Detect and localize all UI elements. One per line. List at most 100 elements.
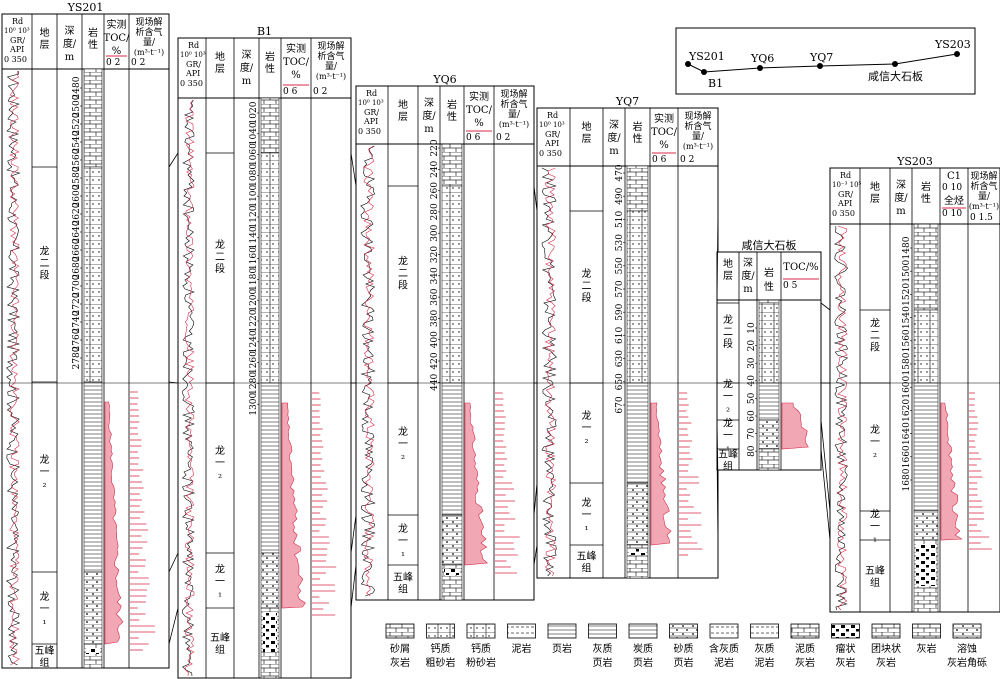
depth-header: 度/: [741, 269, 755, 282]
depth-tick-label: 1560: [902, 329, 912, 352]
stratum-label-char: 二: [398, 269, 408, 280]
legend-swatch: [628, 623, 658, 639]
correlation-line: [716, 448, 719, 546]
curve-header: GR/: [838, 190, 853, 199]
stratum-label-2: 组: [870, 576, 880, 589]
depth-tick-label: 1540: [902, 306, 912, 329]
toc-header: 实测: [107, 18, 127, 31]
curve-header: 10⁰ 10³: [4, 27, 30, 35]
depth-tick-label: 2620: [72, 202, 82, 225]
gas-header: (m³·t⁻¹): [969, 202, 999, 211]
legend-label: 泥岩: [714, 656, 734, 669]
toc-profile: [281, 402, 306, 609]
depth-tick-label: 1580: [902, 352, 912, 375]
toc-header: %: [291, 70, 301, 81]
toc-header: TOC/%: [783, 262, 818, 273]
stratum-label: 龙一₁: [215, 563, 225, 600]
depth-tick-label: 220: [430, 139, 440, 156]
depth-tick-label: 550: [615, 257, 625, 274]
gas-range: 0 2: [680, 155, 694, 165]
depth-tick-label: 1080: [249, 164, 259, 187]
stratum-label: 龙一₁: [40, 590, 50, 627]
lithology-interval: [441, 382, 463, 516]
lithology-header: 岩性: [88, 26, 98, 51]
curve-header: Rd: [12, 17, 23, 26]
stratum-label-char: 龙: [215, 563, 225, 576]
stratum-label: 五峰: [718, 449, 738, 461]
depth-tick-label: 1500: [902, 259, 912, 282]
stratum-header-char: 地: [723, 257, 733, 270]
legend-item-mudstone: 泥岩: [507, 623, 536, 655]
toc-header: TOC/: [283, 57, 310, 68]
stratum-label-char: 二: [870, 331, 880, 342]
legend-swatch: [871, 623, 901, 639]
gas-header: (m³·t⁻¹): [499, 120, 529, 129]
curve-header: GR/: [545, 130, 560, 139]
depth-header: m: [743, 284, 753, 295]
depth-tick-label: 1680: [902, 468, 912, 491]
gas-header: 现场解: [135, 16, 162, 28]
toc-header: TOC/: [651, 127, 678, 138]
curve-header: Rd: [366, 89, 377, 98]
depth-tick-label: 1200: [249, 288, 259, 311]
stratum-label-char: ₂: [873, 449, 877, 460]
legend-swatch: [831, 623, 860, 639]
stratum-label: 龙一₂: [398, 425, 408, 462]
legend-swatch: [547, 623, 577, 639]
legend-label: 炭质: [633, 643, 653, 655]
stratum-label-char: 段: [215, 262, 225, 275]
gas-header: 现场解: [500, 88, 527, 100]
gas-header: 析含气: [500, 98, 527, 110]
depth-tick-label: 2720: [72, 292, 82, 315]
stratum-header: 地层: [723, 257, 733, 282]
legend: 砂屑灰岩钙质粗砂岩钙质粉砂岩泥岩页岩灰质页岩炭质页岩砂质页岩含灰质泥岩灰质泥岩泥…: [385, 623, 987, 669]
gas-range: 0 2: [313, 87, 327, 97]
stratum-header: 地层: [582, 120, 592, 145]
toc-range: 0 5: [783, 281, 798, 291]
stratum-label-char: 龙: [582, 267, 592, 280]
depth-tick-label: 1660: [902, 445, 912, 468]
stratum-label: 龙一₂: [582, 409, 592, 446]
depth-header: 深: [609, 119, 619, 131]
stratum-header-char: 层: [870, 193, 880, 205]
lithology-header: 岩性: [265, 50, 275, 75]
curve-header: 10⁰ 10³: [358, 99, 384, 107]
map-point: [954, 51, 960, 57]
depth-tick-label: 10: [747, 322, 757, 334]
depth-tick-label: 490: [615, 187, 625, 204]
legend-item-limestone: 灰岩: [912, 623, 941, 655]
depth-tick-label: 1300: [249, 392, 259, 415]
depth-tick-label: 2600: [72, 184, 82, 207]
depth-tick-label: 400: [430, 331, 440, 348]
lithology-interval: [626, 165, 649, 212]
rd-curve: [363, 145, 375, 597]
depth-tick-label: 240: [430, 160, 440, 177]
legend-label: 粗砂岩: [426, 656, 456, 669]
legend-label: 泥岩: [755, 656, 775, 669]
stratum-label-char: ₁: [873, 534, 877, 545]
stratum-label-char: ₂: [726, 404, 730, 415]
legend-label: 泥质: [795, 642, 815, 655]
depth-tick-label: 1260: [249, 351, 259, 374]
curve-header: 0 350: [180, 79, 203, 88]
stratum-label-char: 一: [723, 431, 733, 442]
lithology-header: 岩性: [921, 180, 931, 205]
legend-swatch: [507, 623, 536, 639]
legend-label: 页岩: [674, 656, 694, 669]
lithology-header: 岩性: [633, 120, 643, 145]
stratum-label-char: 龙: [215, 444, 225, 457]
depth-header: 深: [743, 257, 753, 269]
well-title: B1: [257, 25, 272, 38]
depth-tick-label: 60: [747, 410, 757, 422]
stratum-label: 五峰: [577, 551, 597, 563]
stratum-label: 龙二段: [723, 313, 733, 350]
legend-swatch: [466, 623, 496, 639]
depth-tick-label: 2660: [72, 238, 82, 261]
depth-header: m: [242, 76, 252, 87]
lithology-interval: [758, 302, 780, 384]
